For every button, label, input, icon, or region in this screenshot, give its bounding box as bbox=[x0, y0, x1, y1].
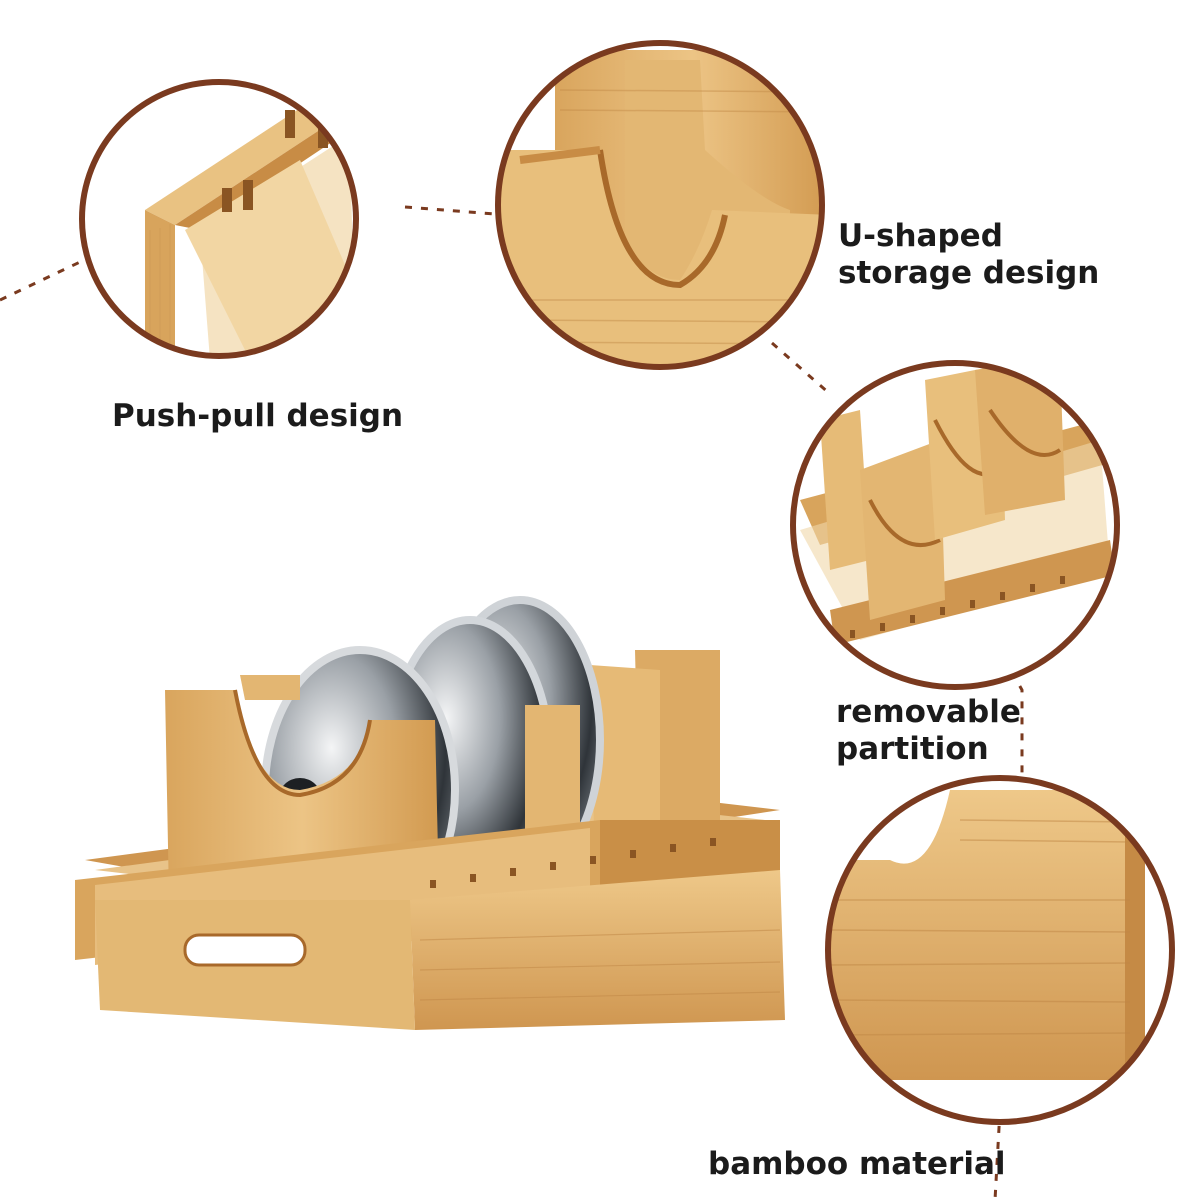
removable-line1: removable bbox=[836, 694, 1021, 730]
push-pull-text: Push-pull design bbox=[112, 398, 404, 434]
lid-rack-icon bbox=[75, 596, 785, 1030]
u-shaped-line1: U-shaped bbox=[838, 218, 1003, 254]
rack-partition-icon bbox=[790, 360, 1120, 690]
push-pull-label: Push-pull design bbox=[112, 398, 403, 435]
bamboo-material-text: bamboo material bbox=[708, 1146, 1006, 1182]
bamboo-material-label: bamboo material bbox=[708, 1146, 1006, 1183]
removable-partition-label: removable partition bbox=[836, 694, 1021, 768]
corner-joint-icon bbox=[79, 79, 359, 359]
bamboo-grain-icon bbox=[825, 775, 1175, 1125]
u-shaped-line2: storage design bbox=[838, 255, 1100, 291]
removable-line2: partition bbox=[836, 731, 989, 767]
u-slot-icon bbox=[495, 40, 825, 370]
u-shaped-label: U-shaped storage design bbox=[838, 218, 1099, 292]
